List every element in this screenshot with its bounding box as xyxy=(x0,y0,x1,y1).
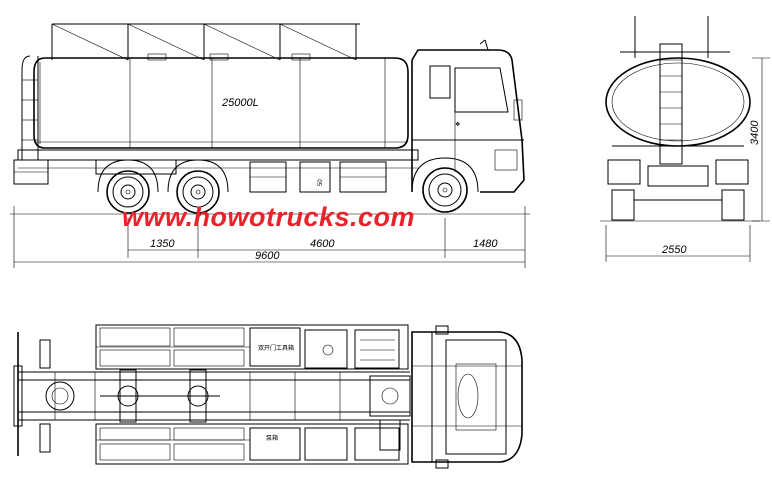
front-view xyxy=(600,16,760,222)
chassis-frame: 50 xyxy=(13,149,419,193)
top-cab xyxy=(411,325,523,469)
pump-box-label: 泵箱 xyxy=(266,434,278,442)
truck-cab: ❖ xyxy=(411,39,525,193)
dim-2550: 2550 xyxy=(661,244,687,256)
side-dimensions: 1350 4600 1480 9600 xyxy=(13,206,526,268)
rear-wheel-2 xyxy=(167,159,229,214)
dim-3400: 3400 xyxy=(749,120,761,145)
top-view: 双开门工具箱 泵箱 xyxy=(13,324,523,469)
tank-capacity-label: 25000L xyxy=(221,97,259,109)
dim-9600: 9600 xyxy=(255,250,280,262)
front-dimensions: 3400 2550 xyxy=(605,57,770,262)
top-side-boxes: 双开门工具箱 泵箱 xyxy=(95,324,409,465)
dim-4600: 4600 xyxy=(310,238,335,250)
dim-1480: 1480 xyxy=(473,238,498,250)
toolbox-label: 双开门工具箱 xyxy=(258,344,294,352)
front-wheel xyxy=(411,157,479,213)
watermark: www.howotrucks.com xyxy=(122,202,415,232)
top-chassis xyxy=(13,332,411,456)
dim-1350: 1350 xyxy=(150,238,175,250)
side-marker-text: 50 xyxy=(318,179,324,186)
tank-top-railing xyxy=(51,23,360,61)
rear-wheel-1 xyxy=(97,159,159,214)
tank-body: 25000L xyxy=(21,53,409,160)
cab-logo-icon: ❖ xyxy=(455,121,460,128)
side-view: 25000L 50 xyxy=(10,23,530,215)
